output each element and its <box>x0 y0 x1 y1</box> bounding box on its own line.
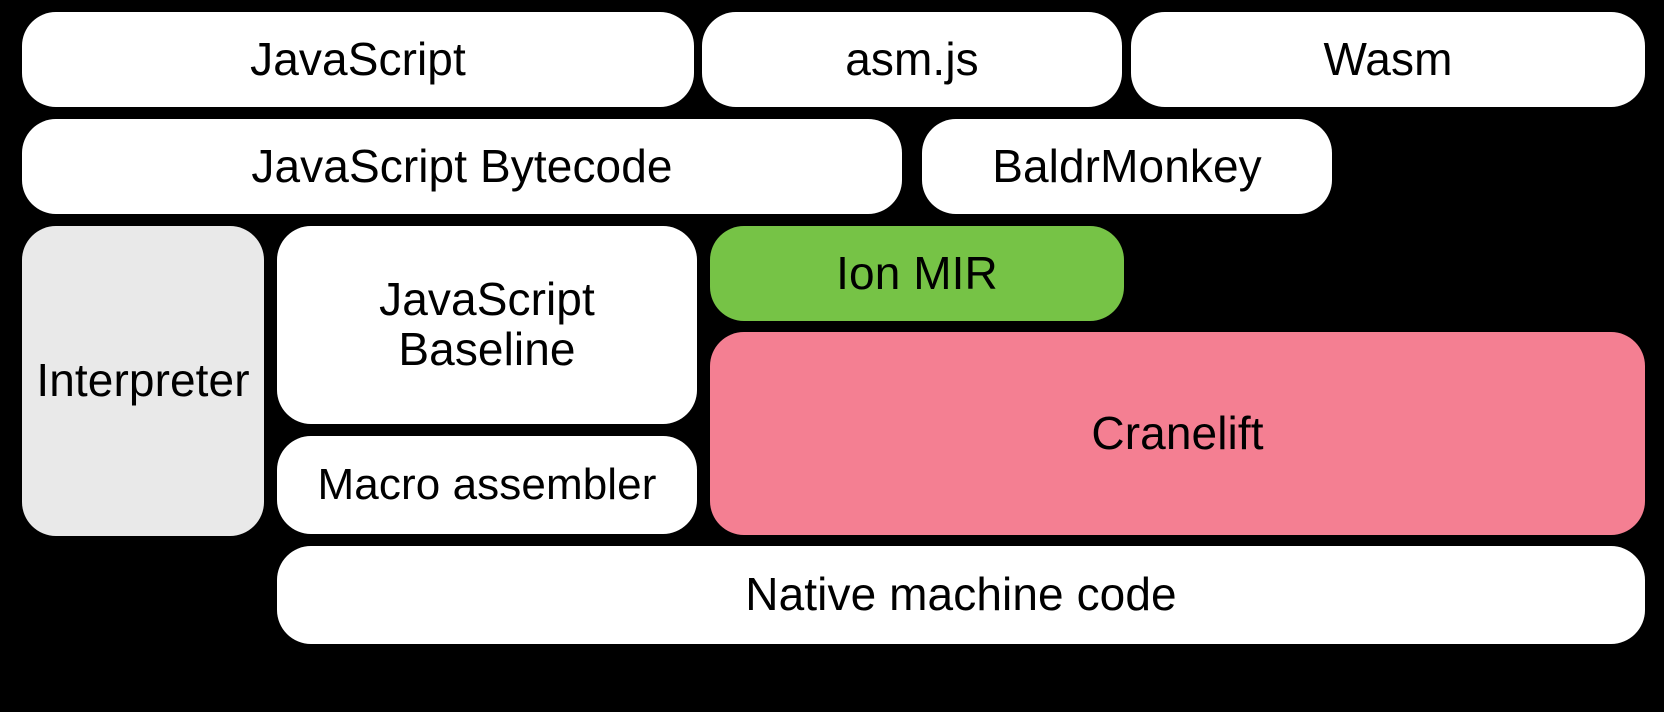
node-native-machine-code[interactable]: Native machine code <box>277 546 1645 644</box>
node-javascript-baseline[interactable]: JavaScript Baseline <box>277 226 697 424</box>
node-interpreter[interactable]: Interpreter <box>22 226 264 536</box>
node-javascript-bytecode[interactable]: JavaScript Bytecode <box>22 119 902 214</box>
node-javascript[interactable]: JavaScript <box>22 12 694 107</box>
node-macro-assembler[interactable]: Macro assembler <box>277 436 697 534</box>
node-wasm[interactable]: Wasm <box>1131 12 1645 107</box>
node-baldrmonkey[interactable]: BaldrMonkey <box>922 119 1332 214</box>
node-asm-js[interactable]: asm.js <box>702 12 1122 107</box>
node-ion-mir[interactable]: Ion MIR <box>710 226 1124 321</box>
node-cranelift[interactable]: Cranelift <box>710 332 1645 535</box>
